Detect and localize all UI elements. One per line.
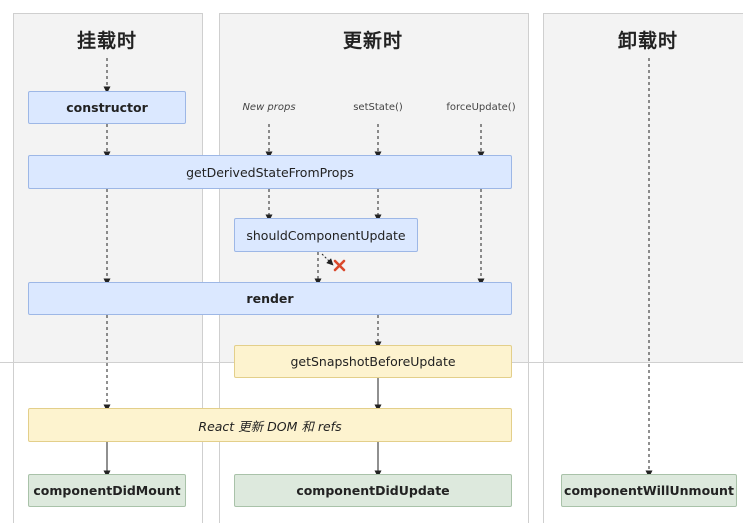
did-update-box: componentDidUpdate	[234, 474, 512, 507]
trigger-set-state: setState()	[353, 102, 403, 113]
constructor-box: constructor	[28, 91, 186, 124]
react-update-dom-box: React 更新 DOM 和 refs	[28, 408, 512, 442]
did-mount-box: componentDidMount	[28, 474, 186, 507]
mount-title: 挂载时	[76, 30, 137, 52]
trigger-force-update: forceUpdate()	[446, 102, 516, 113]
unmount-title: 卸载时	[617, 30, 678, 52]
cancel-x-icon	[333, 259, 346, 272]
unmount-column	[543, 13, 743, 364]
get-snapshot-box: getSnapshotBeforeUpdate	[234, 345, 512, 378]
will-unmount-box: componentWillUnmount	[561, 474, 737, 507]
render-box: render	[28, 282, 512, 315]
arrow-should-cancel	[321, 253, 334, 266]
trigger-new-props: New props	[242, 102, 296, 113]
update-title: 更新时	[342, 30, 403, 52]
get-derived-state-box: getDerivedStateFromProps	[28, 155, 512, 189]
should-update-box: shouldComponentUpdate	[234, 218, 418, 252]
